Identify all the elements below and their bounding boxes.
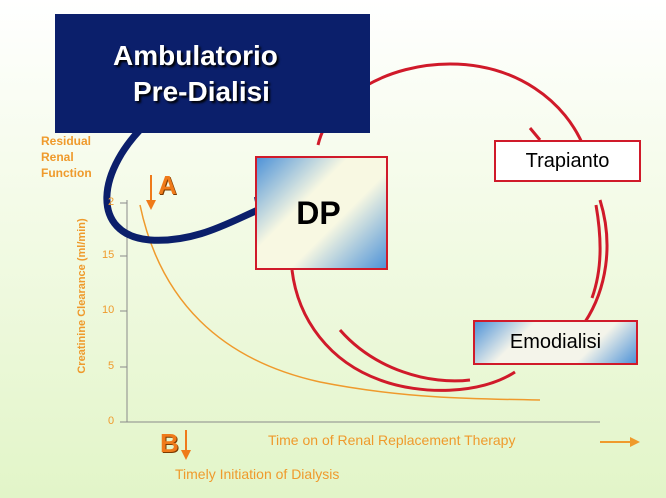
- title-box: Ambulatorio Pre-Dialisi: [55, 14, 370, 133]
- trapianto-label: Trapianto: [525, 149, 610, 172]
- residual-line-3: Function: [41, 166, 92, 180]
- x-axis-arrow: [600, 437, 640, 447]
- title-line-1: Ambulatorio: [113, 39, 278, 71]
- flow-arrow: [103, 116, 262, 244]
- residual-line-1: Residual: [41, 134, 92, 148]
- emodialisi-label: Emodialisi: [509, 331, 602, 353]
- y-axis-label: Creatinine Clearance (ml/min): [76, 218, 88, 374]
- decay-curve: [139, 204, 541, 401]
- marker-a: A: [158, 170, 177, 200]
- trapianto-box: Trapianto: [494, 140, 641, 182]
- y-tick-label: 2: [108, 196, 115, 208]
- x-axis-label: Time on of Renal Replacement Therapy: [268, 432, 516, 448]
- y-tick-label: 10: [102, 304, 115, 316]
- marker-arrows: [146, 175, 191, 460]
- y-tick-label: 15: [102, 249, 115, 261]
- y-tick-label: 5: [108, 360, 115, 372]
- timely-initiation-label: Timely Initiation of Dialysis: [175, 466, 340, 482]
- residual-line-2: Renal: [41, 150, 74, 164]
- title-line-2: Pre-Dialisi: [133, 75, 270, 107]
- dp-box: DP: [255, 156, 388, 270]
- y-tick-label: 0: [108, 415, 115, 427]
- residual-label: Residual Renal Function: [41, 133, 92, 181]
- emodialisi-box: Emodialisi: [473, 320, 638, 365]
- marker-b: B: [160, 428, 179, 458]
- dp-label: DP: [296, 194, 341, 231]
